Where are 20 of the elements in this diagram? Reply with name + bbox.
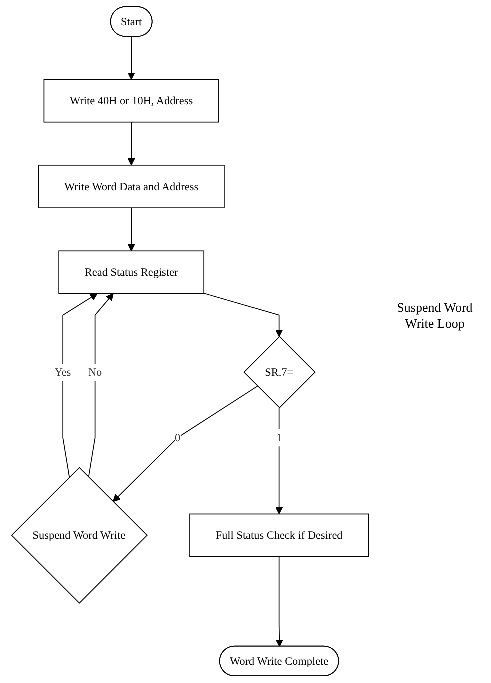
arrow [112,386,258,502]
arrow [128,36,136,80]
arrow [203,293,283,338]
node-diamond: Suspend Word Write [11,467,148,604]
node-box: Read Status Register [58,250,204,294]
loop-label: Suspend Word Write Loop [396,300,474,332]
edge-label: No [88,366,102,379]
arrow [275,408,283,515]
edge-label: Yes [54,366,71,379]
arrow [128,122,136,166]
edge-label: 0 [174,431,180,444]
arrow [128,208,136,252]
node-diamond: SR.7= [243,336,316,409]
arrow [62,293,98,478]
arrow [88,293,114,478]
edge-label: 1 [276,431,282,444]
arrow [276,556,284,648]
node-box: Write Word Data and Address [38,164,225,208]
node-box: Write 40H or 10H, Address [44,79,220,123]
node-box: Full Status Check if Desired [189,514,369,558]
